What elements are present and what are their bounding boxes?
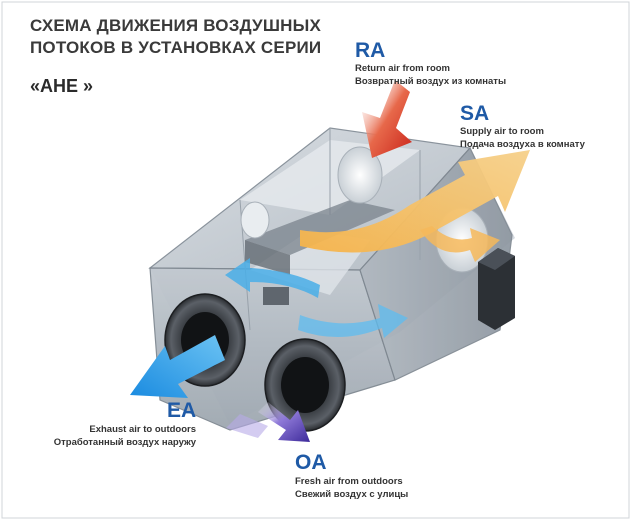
sa-description: Supply air to room Подача воздуха в комн… [460,126,585,151]
internal-exhaust-flow [225,258,320,298]
control-box-icon [478,248,515,330]
ea-arrow [130,335,225,398]
ea-english: Exhaust air to outdoors [89,424,196,435]
oa-description: Fresh air from outdoors Свежий воздух с … [295,476,408,501]
ra-russian: Возвратный воздух из комнаты [355,75,507,87]
sa-code: SA [460,102,490,125]
heat-exchanger-core [245,200,395,255]
title-line-1: СХЕМА ДВИЖЕНИЯ ВОЗДУШНЫХ [30,16,321,35]
ea-code: EA [167,399,197,422]
ra-description: Return air from room Возвратный воздух и… [355,63,506,88]
sa-arrow [300,150,530,253]
oa-english: Fresh air from outdoors [295,476,403,487]
ra-english: Return air from room [355,63,451,74]
sa-russian: Подача воздуха в комнату [460,138,585,150]
diagram-title: СХЕМА ДВИЖЕНИЯ ВОЗДУШНЫХ ПОТОКОВ В УСТАН… [30,15,330,59]
sa-english: Supply air to room [460,126,544,137]
motor-block [263,287,289,305]
ea-russian: Отработанный воздух наружу [53,436,196,448]
ea-description: Exhaust air to outdoors Отработанный воз… [18,424,196,449]
ra-code: RA [355,39,386,62]
duct-outlet-icon [164,293,346,432]
oa-code: OA [295,451,327,474]
ra-arrow [362,80,412,158]
oa-russian: Свежий воздух с улицы [295,488,409,500]
oa-arrow [258,402,310,442]
title-line-2: ПОТОКОВ В УСТАНОВКАХ СЕРИИ [30,38,322,57]
series-label: «АНЕ » [30,76,94,96]
